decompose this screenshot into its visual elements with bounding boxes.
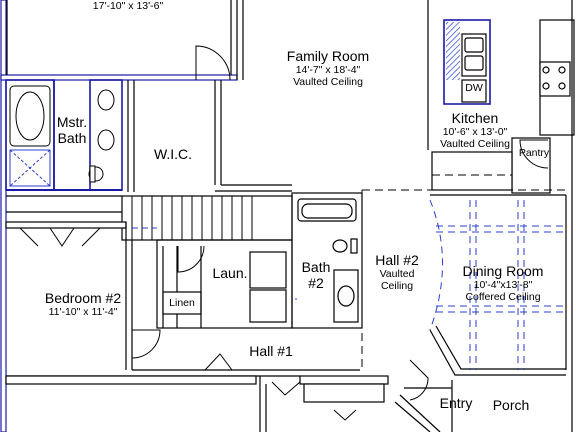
laundry-label: Laun. xyxy=(212,265,248,281)
pantry-label: Pantry xyxy=(518,147,550,159)
hall2-line3: Ceiling xyxy=(380,280,414,293)
top-room-dims: 17'-10" x 13'-6" xyxy=(92,0,164,12)
dining-room-dims: 10'-4"x13'-8" xyxy=(473,279,533,292)
stair-treads xyxy=(131,196,253,240)
hall2-line2: Vaulted xyxy=(379,268,415,281)
bath2-line2: #2 xyxy=(308,275,324,292)
kitchen-dims: 10'-6" x 13'-0" xyxy=(442,126,508,139)
family-room-note: Vaulted Ceiling xyxy=(293,76,363,89)
linen-label: Linen xyxy=(169,297,195,309)
dining-room-note: Coffered Ceiling xyxy=(465,291,541,304)
dining-room-name: Dining Room xyxy=(462,263,544,279)
kitchen-name: Kitchen xyxy=(451,110,499,126)
bedroom2-dims: 11'-10" x 11'-4" xyxy=(48,306,118,319)
wic-label: W.I.C. xyxy=(153,146,193,162)
entry-label: Entry xyxy=(439,395,473,411)
stair xyxy=(121,195,293,241)
porch-label: Porch xyxy=(492,397,530,413)
hall1-label: Hall #1 xyxy=(249,343,293,359)
master-bath-line2: Bath xyxy=(57,130,87,147)
bath2-label: Bath #2 xyxy=(296,259,336,291)
door-swings xyxy=(19,45,549,421)
family-room-name: Family Room xyxy=(286,48,370,64)
master-bath-fixtures xyxy=(9,85,115,187)
entry-closet xyxy=(303,383,385,403)
coffered-ceiling xyxy=(295,199,566,370)
bath2-line1: Bath xyxy=(301,259,331,275)
family-room-label: Family Room 14'-7" x 18'-4" Vaulted Ceil… xyxy=(263,48,393,88)
bath2-toilet xyxy=(332,239,348,253)
wall-left xyxy=(0,0,7,432)
hall2-line1: Hall #2 xyxy=(375,252,419,268)
kitchen-label: Kitchen 10'-6" x 13'-0" Vaulted Ceiling xyxy=(425,110,525,150)
dining-room-label: Dining Room 10'-4"x13'-8" Coffered Ceili… xyxy=(448,263,558,303)
bedroom2-name: Bedroom #2 xyxy=(44,290,122,306)
kitchen-counter xyxy=(431,151,513,191)
washer xyxy=(249,251,287,289)
kitchen-note: Vaulted Ceiling xyxy=(440,138,510,151)
dryer xyxy=(249,289,287,323)
dishwasher-label: DW xyxy=(465,82,483,94)
master-bath-label: Mstr. Bath xyxy=(52,114,92,146)
master-bath-line1: Mstr. xyxy=(56,114,88,130)
family-room-dims: 14'-7" x 18'-4" xyxy=(295,64,361,77)
dashed-lines xyxy=(361,174,566,370)
bedroom2-label: Bedroom #2 11'-10" x 11'-4" xyxy=(28,290,138,318)
hall2-label: Hall #2 Vaulted Ceiling xyxy=(366,252,428,292)
